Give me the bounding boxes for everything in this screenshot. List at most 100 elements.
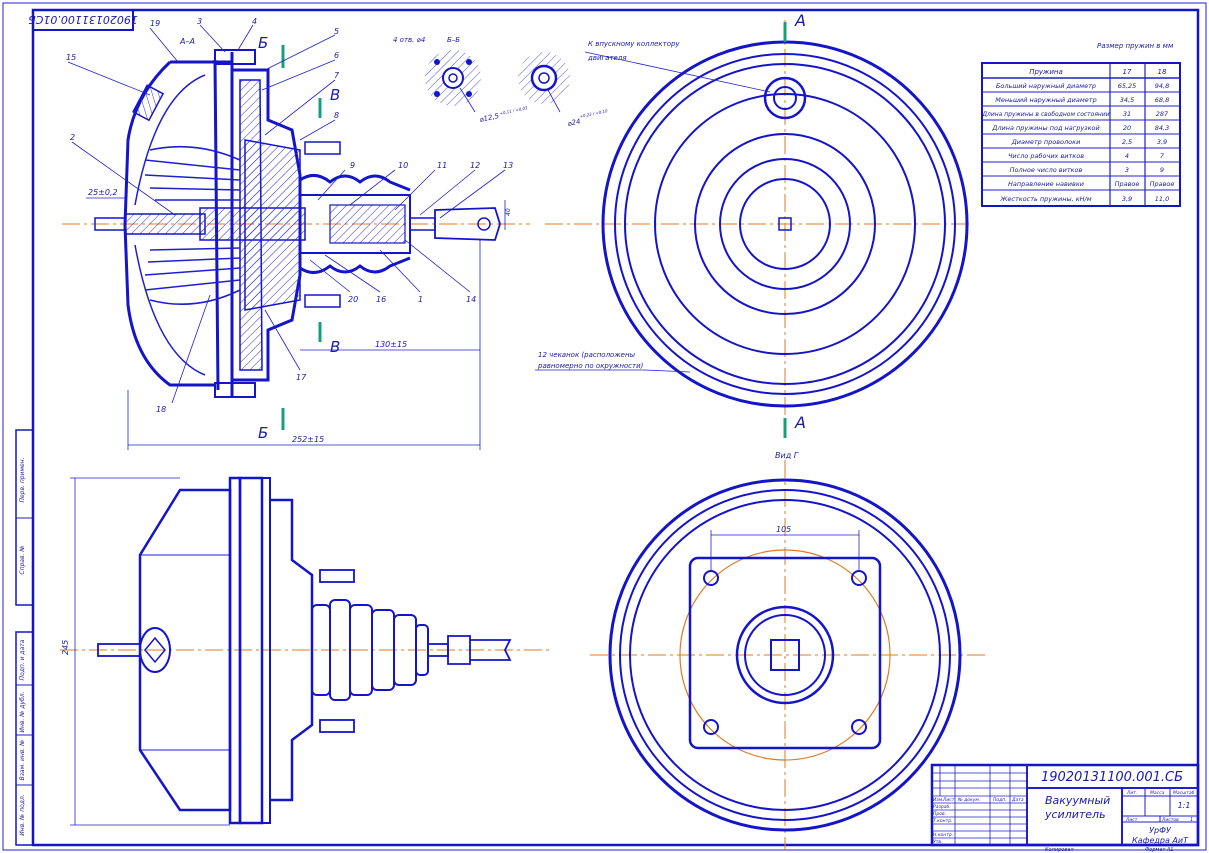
strip-label-2: Справ. №	[19, 545, 26, 574]
spring-row-value: 7	[1160, 152, 1165, 160]
dim-252: 252±15	[292, 435, 324, 444]
section-mark-b-top: Б	[258, 34, 268, 52]
spring-row-value: 11,0	[1155, 195, 1169, 203]
callout-6: 6	[334, 51, 339, 60]
callout-9: 9	[350, 161, 355, 170]
title-org-2: Кафедра АиТ	[1132, 836, 1189, 845]
title-org-1: УрФУ	[1149, 826, 1172, 835]
section-aa-title: А–А	[179, 37, 195, 46]
title-sheet: Лист	[1125, 817, 1138, 823]
top-stamp: 19020131100.01СБ	[28, 9, 138, 31]
section-bb-title: Б–Б	[447, 36, 460, 44]
spring-row-label: Больший наружный диаметр	[996, 82, 1096, 90]
title-block: Изм. Лист № докум. Подп. Дата Разраб. Пр…	[930, 763, 1200, 853]
view-g-title: Вид Г	[775, 451, 799, 460]
callout-8: 8	[334, 111, 339, 120]
spring-row-label: Направление навивки	[1008, 180, 1084, 188]
strip-label-3: Подп. и дата	[19, 639, 26, 680]
callout-1: 1	[418, 295, 423, 304]
spring-row-value: 20	[1123, 124, 1131, 132]
callout-3: 3	[197, 17, 202, 26]
spring-row-label: Число рабочих витков	[1008, 152, 1084, 160]
view-a-mark-bottom: А	[794, 413, 806, 432]
callout-10: 10	[398, 161, 408, 170]
spring-row-value: 9	[1160, 166, 1164, 174]
title-scale: 1:1	[1178, 801, 1191, 810]
callout-20: 20	[348, 295, 358, 304]
callout-14: 14	[466, 295, 476, 304]
strip-label-6: Инв. № подл.	[19, 794, 26, 835]
title-col-scale: Масштаб	[1173, 790, 1195, 796]
spring-row-value: 3	[1125, 166, 1129, 174]
spring-row-value: 84,3	[1155, 124, 1169, 132]
title-name-2: усилитель	[1044, 808, 1106, 821]
callout-16: 16	[376, 295, 386, 304]
dim-40: 40	[505, 208, 512, 216]
title-copied: Копировал	[1045, 847, 1074, 853]
spring-row-value: 94,8	[1155, 82, 1169, 90]
section-view-aa: Б Б В В А–А 19 3	[62, 17, 530, 450]
spring-row-label: Длина пружины под нагрузкой	[991, 124, 1100, 132]
callout-15: 15	[66, 53, 76, 62]
callout-2: 2	[70, 133, 75, 142]
role-date: Дата	[1011, 797, 1024, 803]
title-doc-number: 19020131100.001.СБ	[1041, 770, 1183, 785]
note-chekanka-1: 12 чеканок (расположены	[538, 351, 636, 359]
title-sheets: Листов	[1161, 817, 1179, 823]
note-intake-1: К впускному коллектору	[588, 40, 680, 48]
spring-row-value: 3,9	[1157, 138, 1167, 146]
spring-table: Размер пружин в мм Пружина 17 18 Больший…	[981, 42, 1181, 207]
spring-table-title: Размер пружин в мм	[1097, 42, 1174, 50]
strip-label-1: Перв. примен.	[19, 457, 26, 502]
role-list: Лист	[942, 797, 955, 803]
dim-245: 245	[61, 640, 70, 655]
spring-row-value: 3,9	[1122, 195, 1132, 203]
dim-d12-5: ⌀12,5	[479, 112, 501, 124]
section-bb-view: 4 отв. ⌀4 Б–Б ⌀12,5 +0,11 / +0,03 ⌀24 +0…	[393, 36, 608, 128]
strip-label-4: Инв. № дубл.	[19, 691, 26, 732]
role-nkontr: Н.контр.	[933, 832, 953, 838]
role-utv: Утв.	[933, 839, 942, 845]
title-col-mass: Масса	[1150, 790, 1165, 796]
spring-row-label: Меньший наружный диаметр	[995, 96, 1096, 104]
section-mark-v-top: В	[330, 86, 340, 104]
spring-row-label: Длина пружины в свободном состоянии	[981, 111, 1109, 118]
callout-19: 19	[150, 19, 160, 28]
frame-border	[31, 8, 1200, 847]
role-doc: № докум.	[957, 797, 980, 803]
side-view: 245	[60, 476, 550, 826]
role-prov: Пров.	[933, 811, 946, 817]
title-name-1: Вакуумный	[1045, 794, 1110, 807]
section-mark-b-bottom: Б	[258, 424, 268, 442]
role-tkontr: Т.контр.	[933, 818, 953, 824]
callout-18: 18	[156, 405, 166, 414]
callout-11: 11	[437, 161, 447, 170]
view-a-mark-top: А	[794, 11, 806, 30]
role-sign: Подп.	[993, 797, 1007, 803]
spring-header-18: 18	[1158, 68, 1167, 76]
dim-d12-5-tol: +0,11 / +0,03	[499, 105, 528, 116]
front-view-a: А А К впускному коллектору двигателя 12 …	[535, 11, 970, 438]
spring-row-label: Диаметр проволоки	[1011, 138, 1081, 146]
role-izm: Изм.	[933, 797, 944, 803]
spring-header-17: 17	[1123, 68, 1132, 76]
spring-row-value: 31	[1123, 110, 1131, 118]
role-razrab: Разраб.	[933, 804, 951, 810]
dim-d24: ⌀24	[567, 117, 582, 128]
title-format: Формат А1	[1145, 847, 1173, 853]
spring-row-value: 34,5	[1120, 96, 1134, 104]
spring-row-label: Жесткость пружины, кН/м	[999, 195, 1091, 203]
spring-row-value: 2,5	[1122, 138, 1132, 146]
dim-25: 25±0,2	[88, 188, 118, 197]
spring-header-name: Пружина	[1029, 68, 1063, 76]
note-intake-2: двигателя	[587, 54, 627, 62]
spring-row-value: 287	[1156, 110, 1169, 118]
spring-row-label: Полное число витков	[1010, 166, 1083, 174]
callout-13: 13	[503, 161, 513, 170]
spring-row-value: Правое	[1150, 180, 1175, 188]
callout-17: 17	[296, 373, 307, 382]
spring-row-value: 68,8	[1155, 96, 1169, 104]
title-sheets-count: 1	[1190, 817, 1193, 823]
